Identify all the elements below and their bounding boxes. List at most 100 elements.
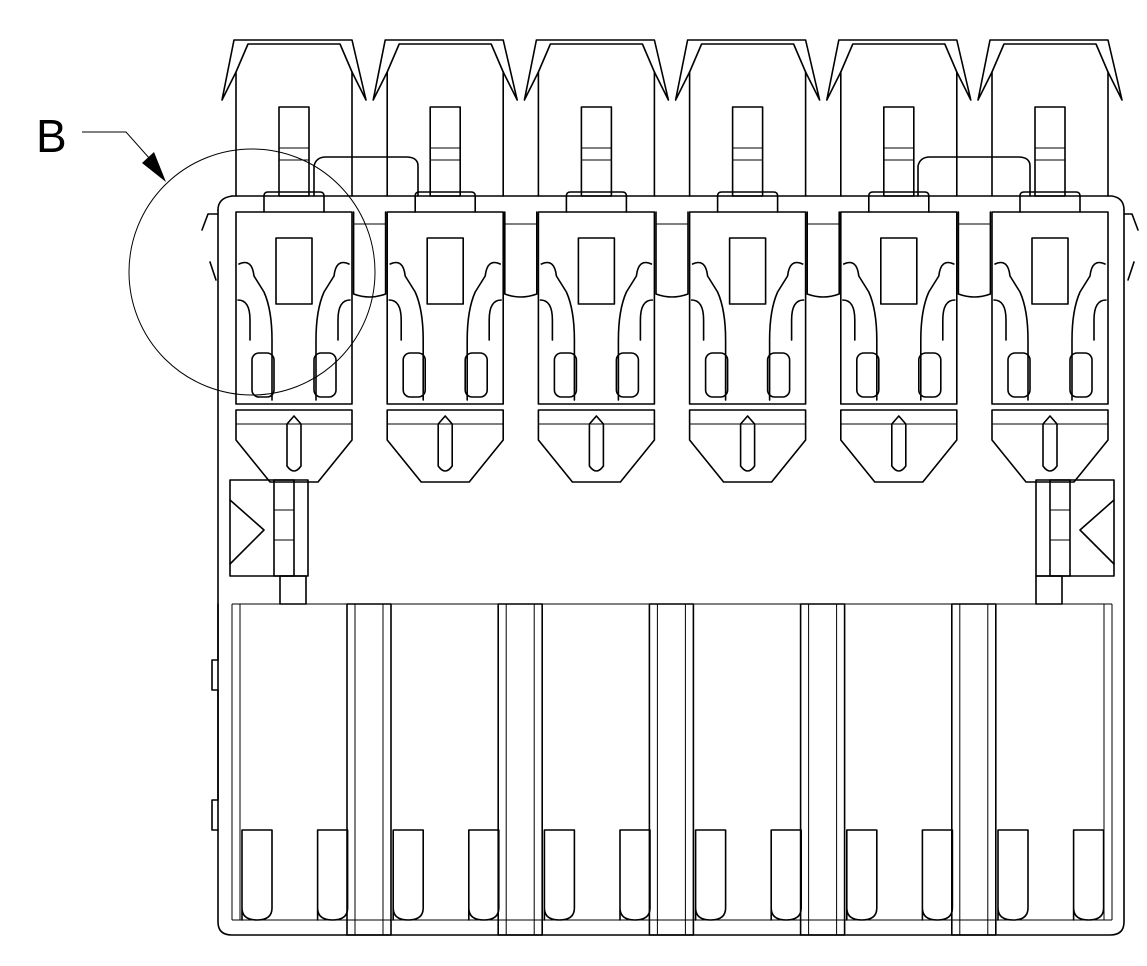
key-pin	[891, 415, 907, 472]
key-pin	[739, 415, 756, 472]
latch-bar	[273, 479, 295, 577]
edge-post	[1103, 604, 1113, 920]
contact-right-inner	[790, 299, 805, 341]
cavity	[523, 39, 689, 483]
cavity-rib	[655, 211, 689, 298]
cavity-key	[386, 409, 504, 483]
contact-right	[315, 261, 350, 401]
right-latch-tick	[1127, 261, 1135, 281]
cap-block	[716, 191, 779, 213]
post-outline	[497, 603, 544, 936]
key-pin	[588, 415, 605, 472]
cavity-window	[577, 237, 616, 305]
cavity	[221, 39, 387, 483]
detail-circle	[128, 148, 376, 396]
contact-slot-right	[917, 352, 942, 398]
divider-post	[950, 603, 997, 936]
latch-foot	[1035, 575, 1063, 605]
contact-slot-right	[313, 352, 337, 398]
contact-left-inner	[993, 299, 1007, 341]
bottom-slot	[316, 829, 349, 921]
divider-post	[648, 603, 695, 936]
side-latch	[229, 479, 309, 605]
detail-label: B	[36, 110, 67, 162]
terminal-tab	[372, 39, 518, 197]
contact-right-inner	[337, 299, 351, 341]
latch-wedge	[1079, 499, 1115, 565]
cavity	[826, 39, 992, 483]
cavity-frame	[235, 211, 353, 405]
lance-post	[580, 106, 613, 197]
contact-left	[389, 261, 424, 401]
bottom-slot	[770, 829, 802, 921]
contact-left	[843, 261, 878, 401]
contact-left	[994, 261, 1029, 401]
bottom-slot	[619, 829, 651, 921]
contact-right-inner	[639, 299, 654, 341]
bottom-slot	[997, 829, 1029, 921]
cavity	[977, 39, 1123, 483]
bottom-slot	[846, 829, 878, 921]
terminal-tab-inner	[688, 43, 807, 73]
post-outline	[950, 603, 997, 936]
cap-block	[1019, 191, 1081, 213]
latch-bar	[1049, 479, 1071, 577]
cavity-frame	[537, 211, 656, 405]
bottom-slot	[1072, 829, 1105, 921]
left-latch-tick	[209, 261, 217, 281]
latch-frame	[229, 479, 309, 577]
latch-wedge	[229, 499, 265, 565]
left-side-steps	[211, 603, 219, 831]
cap-block	[565, 191, 628, 213]
contact-left-inner	[388, 299, 402, 341]
contact-slot-left	[1007, 352, 1031, 398]
bottom-slot	[468, 829, 500, 921]
divider-post	[799, 603, 846, 936]
contact-left	[540, 261, 576, 401]
contact-right	[768, 261, 804, 401]
cavity-key	[688, 409, 807, 483]
lance-post	[429, 106, 462, 197]
divider-post	[497, 603, 544, 936]
contact-left-inner	[690, 299, 705, 341]
latch-frame	[1035, 479, 1115, 577]
terminal-tab-inner	[840, 43, 958, 73]
terminal-tab	[221, 39, 367, 197]
cavity-window	[275, 237, 313, 305]
terminal-tab	[523, 39, 670, 197]
contact-left-inner	[539, 299, 554, 341]
contact-left	[691, 261, 727, 401]
contact-left-inner	[237, 299, 251, 341]
bottom-slot-group	[231, 603, 1113, 936]
terminal-tab	[674, 39, 821, 197]
post-outline	[346, 603, 392, 936]
cavity-key	[840, 409, 958, 483]
side-latch-group	[229, 479, 1115, 605]
contact-right-inner	[942, 299, 956, 341]
bottom-slot	[921, 829, 954, 921]
terminal-tab-inner	[386, 43, 504, 73]
contact-slot-right	[766, 352, 791, 398]
cavity-window	[728, 237, 767, 305]
contact-slot-left	[553, 352, 578, 398]
cavity-window	[879, 237, 918, 305]
cavity-key	[991, 409, 1109, 483]
cap-block	[414, 191, 476, 213]
contact-slot-right	[615, 352, 640, 398]
contact-right-inner	[1093, 299, 1107, 341]
right-latch-edge	[1123, 213, 1139, 231]
contact-slot-left	[402, 352, 427, 398]
cavity-rib	[504, 211, 538, 298]
contact-right	[1071, 261, 1106, 401]
housing-top-rail-left	[217, 195, 233, 211]
post-outline	[648, 603, 695, 936]
terminal-tab	[977, 39, 1123, 197]
key-pin	[1042, 415, 1058, 472]
contact-slot-right	[464, 352, 489, 398]
cavity-frame	[386, 211, 504, 405]
lance-post	[882, 106, 915, 197]
contact-slot-right	[1069, 352, 1093, 398]
contact-right	[617, 261, 653, 401]
cavity-key	[235, 409, 353, 483]
